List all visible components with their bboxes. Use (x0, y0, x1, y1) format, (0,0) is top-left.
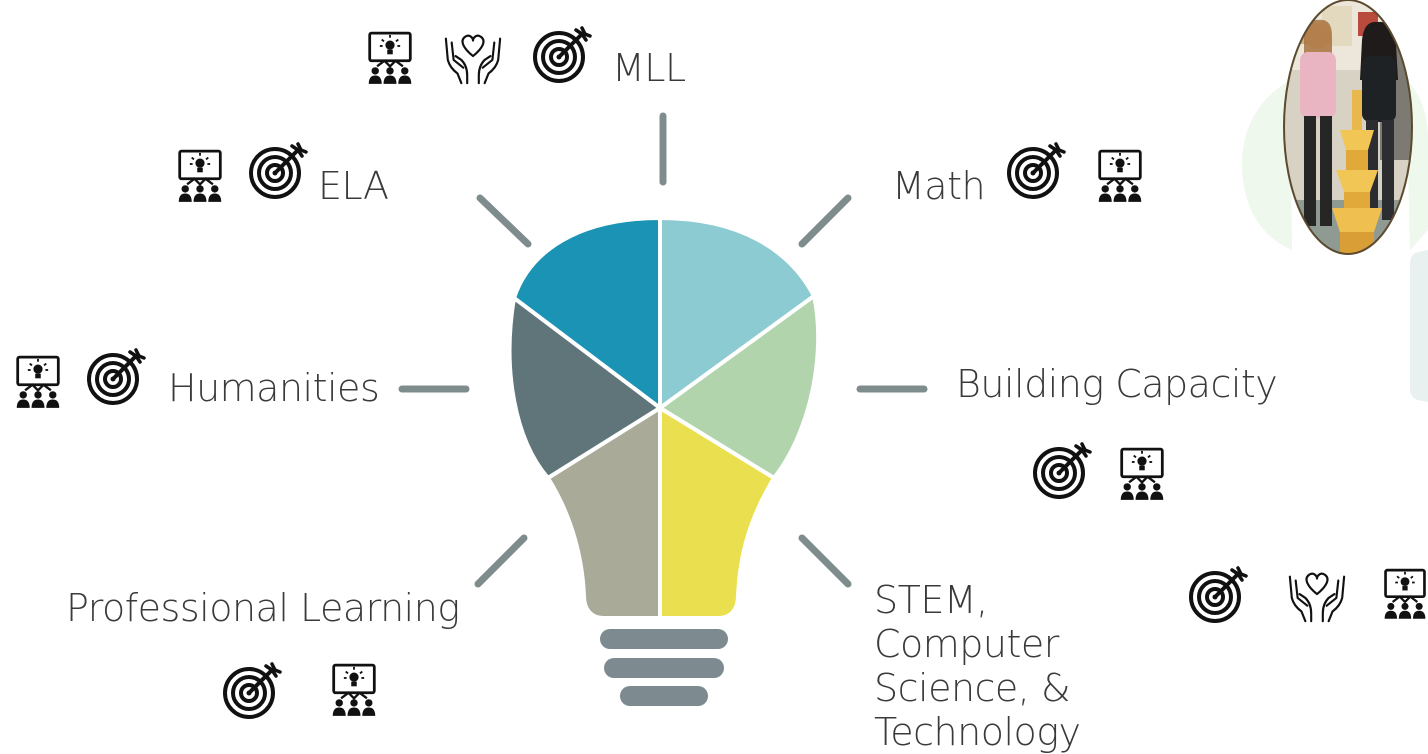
ray-bottom-right (798, 534, 852, 588)
students-photo (1283, 0, 1413, 255)
target-icon (223, 662, 282, 719)
presentation-icon (15, 355, 61, 410)
target-icon (1033, 442, 1092, 499)
target-icon (533, 26, 592, 83)
segment-mid-left (507, 296, 662, 480)
hands-heart-icon (444, 34, 502, 85)
presentation-icon (177, 149, 223, 204)
target-icon (1189, 566, 1248, 623)
segment-mid-right (658, 294, 821, 480)
presentation-icon (331, 663, 377, 718)
segment-top-left (512, 216, 662, 410)
segment-bottom-right (658, 406, 776, 620)
label-math: Math (892, 164, 986, 208)
label-ela: ELA (318, 164, 389, 208)
label-professional-learning: Professional Learning (66, 586, 460, 630)
segment-bottom-left (546, 406, 662, 620)
label-building-capacity: Building Capacity (956, 362, 1278, 406)
segment-top-right (658, 216, 816, 410)
photo-decoration (1241, 80, 1428, 402)
label-humanities: Humanities (168, 366, 380, 410)
label-mll: MLL (612, 46, 686, 90)
lightbulb-diagram (15, 0, 1428, 719)
ray-bottom-left (474, 534, 528, 588)
label-stem: STEM, Computer Science, & Technology (874, 578, 1081, 754)
presentation-icon (1383, 568, 1427, 621)
presentation-icon (1097, 149, 1143, 204)
bulb (507, 216, 821, 620)
target-icon (249, 142, 308, 199)
presentation-icon (367, 31, 413, 86)
ray-top-left (476, 194, 532, 248)
target-icon (87, 348, 146, 405)
hands-heart-icon (1288, 572, 1346, 623)
ray-top-right (798, 194, 852, 248)
bulb-base (600, 629, 728, 706)
rays (398, 112, 928, 588)
presentation-icon (1119, 447, 1165, 502)
target-icon (1007, 142, 1066, 199)
